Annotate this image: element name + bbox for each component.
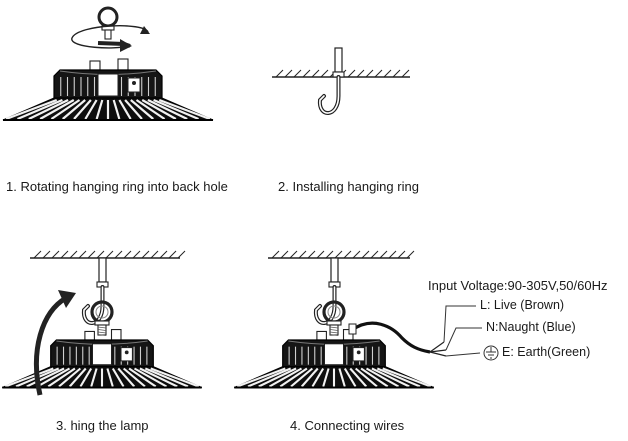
hanging-ring	[90, 300, 114, 336]
ceiling	[268, 250, 415, 259]
neutral-wire-label: N:Naught (Blue)	[486, 320, 576, 334]
step2-illustration	[272, 47, 410, 115]
step1-illustration	[2, 6, 214, 121]
input-voltage-label: Input Voltage:90-305V,50/60Hz	[428, 278, 608, 293]
ceiling	[30, 250, 186, 259]
power-cable	[348, 305, 482, 357]
step4-caption: 4. Connecting wires	[290, 418, 405, 433]
step3-illustration	[2, 250, 202, 396]
step1-caption: 1. Rotating hanging ring into back hole	[6, 179, 228, 194]
ceiling-hook	[317, 47, 345, 115]
eye-bolt	[97, 6, 119, 40]
rotation-arrow-icon	[71, 25, 150, 52]
ground-icon	[483, 345, 499, 361]
lamp-step4	[234, 328, 434, 389]
lamp-step1	[2, 58, 214, 121]
step3-caption: 3. hing the lamp	[56, 418, 149, 433]
lamp-step3	[2, 328, 202, 389]
lift-arrow-icon	[34, 290, 76, 396]
step2-caption: 2. Installing hanging ring	[278, 179, 419, 194]
earth-wire-label: E: Earth(Green)	[502, 345, 591, 359]
ceiling	[272, 69, 410, 78]
live-wire-label: L: Live (Brown)	[480, 298, 565, 312]
step4-illustration	[234, 250, 499, 389]
hanging-ring	[322, 300, 346, 336]
